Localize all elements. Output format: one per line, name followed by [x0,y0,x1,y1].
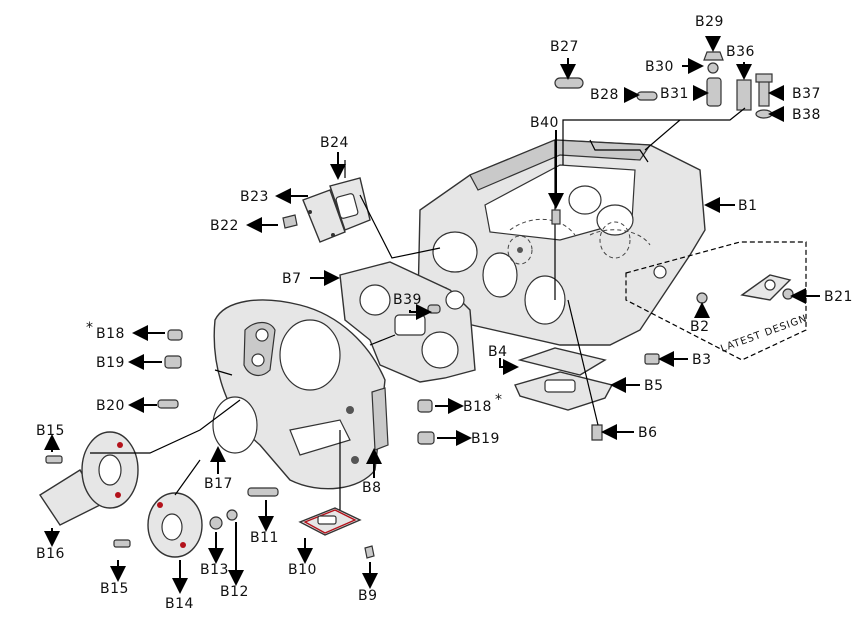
label-b20: B20 [96,398,125,414]
latest-design-caption: LATEST DESIGN [719,313,809,355]
label-b7: B7 [282,271,302,287]
label-b18b: B18 [463,399,492,415]
label-b36: B36 [726,44,755,60]
label-b31: B31 [660,86,689,102]
label-b8: B8 [362,480,382,496]
asterisk-b18b: * [495,392,503,408]
label-b19a: B19 [96,355,125,371]
bell-housing [212,299,389,490]
bottom-plates [514,299,614,441]
label-b2: B2 [690,319,710,335]
label-b9: B9 [358,588,378,604]
label-b15a: B15 [36,423,65,439]
label-b13: B13 [200,562,229,578]
label-b30: B30 [645,59,674,75]
label-b3: B3 [692,352,712,368]
cover-plate-group [282,160,441,259]
small-hardware [45,51,794,548]
label-b12: B12 [220,584,249,600]
label-b11: B11 [250,530,279,546]
label-b28: B28 [590,87,619,103]
label-b18a: B18 [96,326,125,342]
label-b39: B39 [393,292,422,308]
label-b17: B17 [204,476,233,492]
label-b37: B37 [792,86,821,102]
label-b22: B22 [210,218,239,234]
label-b24: B24 [320,135,349,151]
label-b23: B23 [240,189,269,205]
leader-lines [44,36,820,594]
label-b38: B38 [792,107,821,123]
label-b19b: B19 [471,431,500,447]
label-b14: B14 [165,596,194,612]
small-plate-b10 [298,507,375,559]
label-b21: B21 [824,289,853,305]
label-b16: B16 [36,546,65,562]
label-b4: B4 [488,344,508,360]
label-b1: B1 [738,198,758,214]
label-b15b: B15 [100,581,129,597]
label-b10: B10 [288,562,317,578]
gasket-b7 [339,261,476,383]
shaft-and-flanges [39,431,203,558]
label-b5: B5 [644,378,664,394]
main-housing [417,139,706,346]
label-b27: B27 [550,39,579,55]
label-b6: B6 [638,425,658,441]
part-labels: B29 B27 B36 B30 B31 B28 B37 B38 B40 B24 … [36,14,853,612]
asterisk-b18a: * [86,320,94,336]
label-b40: B40 [530,115,559,131]
label-b29: B29 [695,14,724,30]
